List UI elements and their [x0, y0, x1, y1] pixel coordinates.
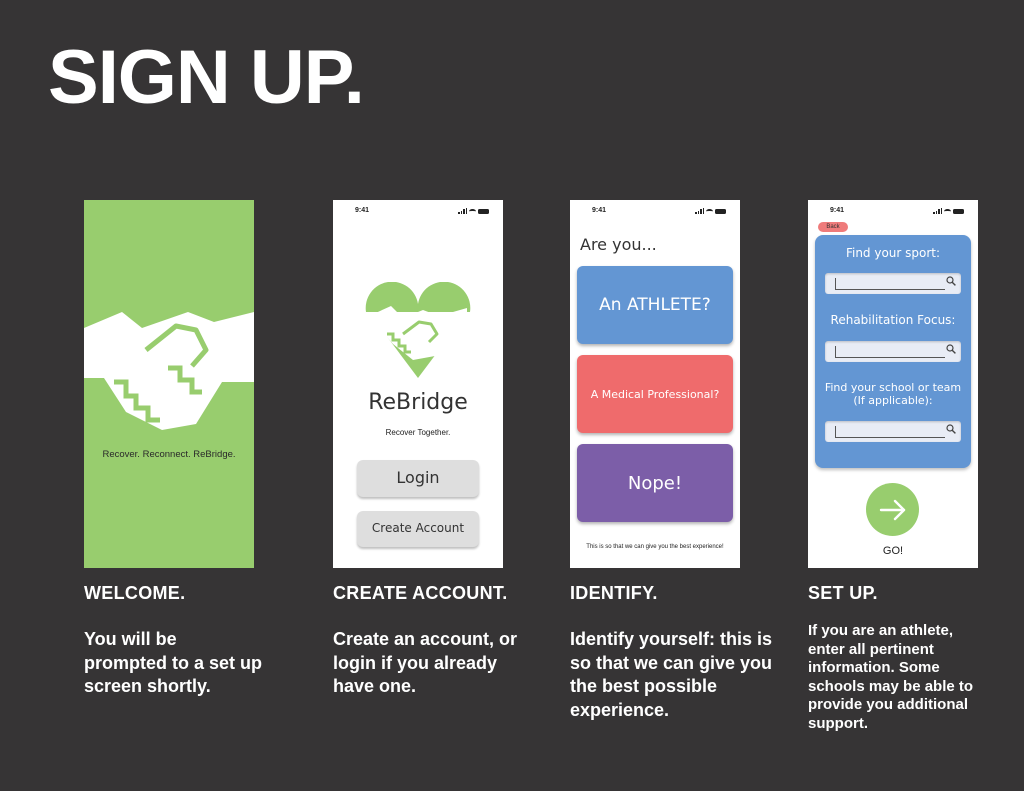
setup-screen: 9:41 Back Find your sport: Rehabilitatio… — [808, 200, 978, 568]
school-team-search-input[interactable] — [825, 421, 961, 442]
identify-screen: 9:41 Are you... An ATHLETE? A Medical Pr… — [570, 200, 740, 568]
page-title: SIGN UP. — [48, 35, 365, 120]
search-icon — [946, 276, 956, 286]
go-button[interactable] — [866, 483, 919, 536]
create-account-screen: 9:41 ReBridge Recover Together. Login Cr… — [333, 200, 503, 568]
identify-heading: Are you... — [580, 235, 657, 254]
create-account-caption-title: CREATE ACCOUNT. — [333, 583, 508, 603]
battery-icon — [953, 208, 964, 214]
identify-note: This is so that we can give you the best… — [586, 544, 724, 550]
sport-label: Find your sport: — [845, 246, 941, 260]
create-account-button[interactable]: Create Account — [357, 511, 479, 547]
status-bar: 9:41 — [333, 206, 503, 218]
status-bar: 9:41 — [570, 206, 740, 218]
signal-icon — [458, 208, 467, 214]
signal-icon — [933, 208, 942, 214]
heart-handshake-logo-icon — [365, 282, 471, 378]
battery-icon — [478, 208, 489, 214]
battery-icon — [715, 208, 726, 214]
login-button[interactable]: Login — [357, 460, 479, 497]
rehab-focus-label: Rehabilitation Focus: — [830, 313, 956, 327]
identify-caption-title: IDENTIFY. — [570, 583, 658, 603]
signal-icon — [695, 208, 704, 214]
welcome-caption-title: WELCOME. — [84, 583, 186, 603]
medical-professional-option-button[interactable]: A Medical Professional? — [577, 355, 733, 433]
status-time: 9:41 — [830, 207, 845, 214]
go-label: GO! — [882, 545, 904, 557]
search-icon — [946, 344, 956, 354]
search-icon — [946, 424, 956, 434]
handshake-logo-icon — [84, 312, 254, 430]
setup-caption-body: If you are an athlete, enter all pertine… — [808, 622, 974, 732]
wifi-icon — [706, 208, 713, 214]
app-name: ReBridge — [368, 390, 468, 415]
athlete-option-button[interactable]: An ATHLETE? — [577, 266, 733, 344]
sport-search-input[interactable] — [825, 273, 961, 294]
status-time: 9:41 — [355, 207, 370, 214]
wifi-icon — [944, 208, 951, 214]
rehab-focus-search-input[interactable] — [825, 341, 961, 362]
setup-form-card: Find your sport: Rehabilitation Focus: F… — [815, 235, 971, 468]
identify-caption-body: Identify yourself: this is so that we ca… — [570, 629, 773, 720]
school-team-label: Find your school or team (If applicable)… — [824, 381, 962, 408]
welcome-caption-body: You will be prompted to a set up screen … — [84, 629, 263, 696]
app-subtitle: Recover Together. — [385, 428, 451, 437]
nope-option-button[interactable]: Nope! — [577, 444, 733, 522]
status-bar: 9:41 — [808, 206, 978, 218]
welcome-screen: Recover. Reconnect. ReBridge. — [84, 200, 254, 568]
status-time: 9:41 — [592, 207, 607, 214]
tagline: Recover. Reconnect. ReBridge. — [102, 449, 236, 460]
wifi-icon — [469, 208, 476, 214]
arrow-right-icon — [879, 499, 905, 520]
create-account-caption-body: Create an account, or login if you alrea… — [333, 629, 518, 696]
setup-caption-title: SET UP. — [808, 583, 878, 603]
back-button[interactable]: Back — [818, 222, 848, 232]
